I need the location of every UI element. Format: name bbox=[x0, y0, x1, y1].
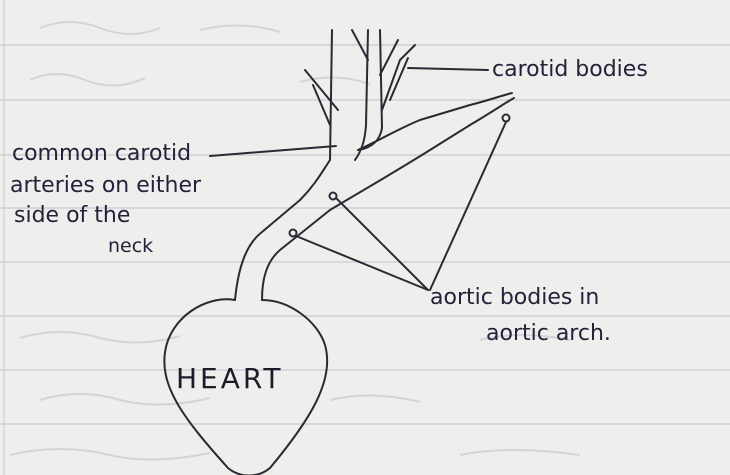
common-carotid-label-line2: arteries on either bbox=[10, 173, 202, 198]
carotid-branch bbox=[352, 30, 398, 75]
aortic-bodies-label-line1: aortic bodies in bbox=[430, 285, 599, 310]
heart-label: HEART bbox=[176, 362, 283, 395]
pointer-lines bbox=[210, 68, 506, 290]
aortic-pointer-1 bbox=[336, 198, 428, 290]
receptor-dots bbox=[290, 115, 510, 237]
common-carotid-label-line4: neck bbox=[108, 235, 153, 257]
aortic-bodies-label-line2: aortic arch. bbox=[486, 321, 611, 346]
carotid-bodies-label: carotid bodies bbox=[492, 57, 648, 82]
carotid-vessels bbox=[305, 30, 415, 160]
aortic-pointer-3 bbox=[430, 122, 506, 290]
common-carotid-label-line1: common carotid bbox=[12, 141, 191, 166]
aortic-pointer-2 bbox=[296, 236, 428, 290]
bleed-through-marks bbox=[10, 22, 580, 460]
aortic-body-dot-3 bbox=[503, 115, 510, 122]
carotid-bodies-pointer bbox=[408, 68, 488, 70]
common-carotid-label-line3: side of the bbox=[14, 203, 130, 228]
